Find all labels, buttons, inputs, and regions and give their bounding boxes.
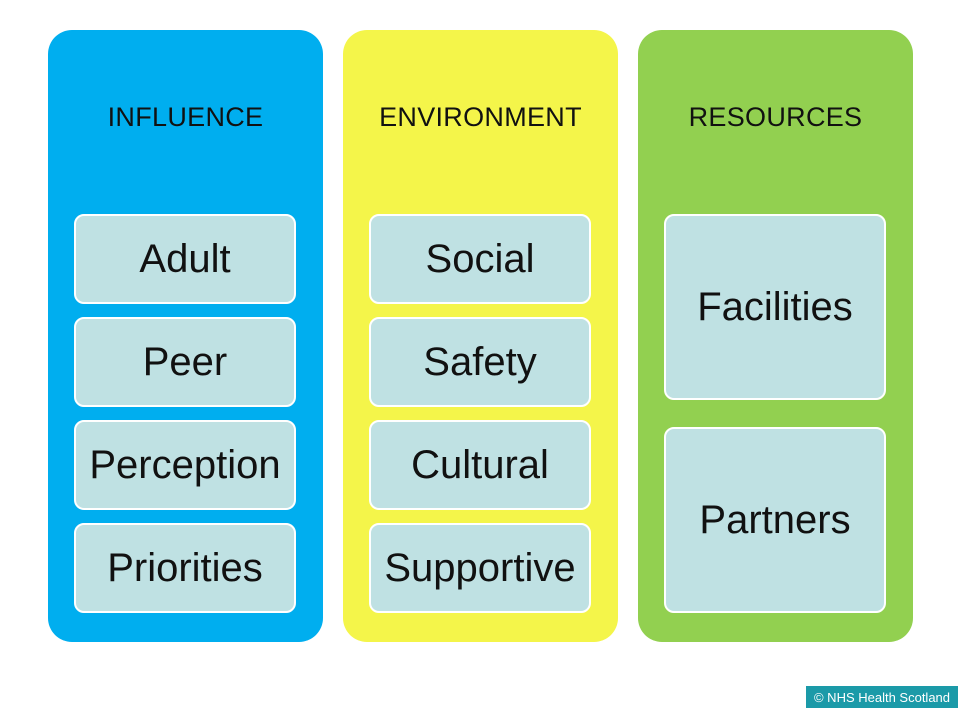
- resources-item-facilities: Facilities: [664, 214, 886, 400]
- influence-item-priorities: Priorities: [74, 523, 296, 613]
- environment-title: ENVIRONMENT: [379, 102, 582, 132]
- copyright-badge: © NHS Health Scotland: [806, 686, 958, 708]
- resources-column: RESOURCES Facilities Partners: [638, 30, 913, 642]
- influence-column: INFLUENCE Adult Peer Perception Prioriti…: [48, 30, 323, 642]
- environment-item-supportive: Supportive: [369, 523, 591, 613]
- environment-item-social: Social: [369, 214, 591, 304]
- environment-item-cultural: Cultural: [369, 420, 591, 510]
- influence-item-perception: Perception: [74, 420, 296, 510]
- resources-item-partners: Partners: [664, 427, 886, 613]
- resources-title: RESOURCES: [688, 102, 863, 132]
- environment-column: ENVIRONMENT Social Safety Cultural Suppo…: [343, 30, 618, 642]
- environment-item-safety: Safety: [369, 317, 591, 407]
- influence-item-adult: Adult: [74, 214, 296, 304]
- influence-item-peer: Peer: [74, 317, 296, 407]
- influence-title: INFLUENCE: [107, 102, 264, 132]
